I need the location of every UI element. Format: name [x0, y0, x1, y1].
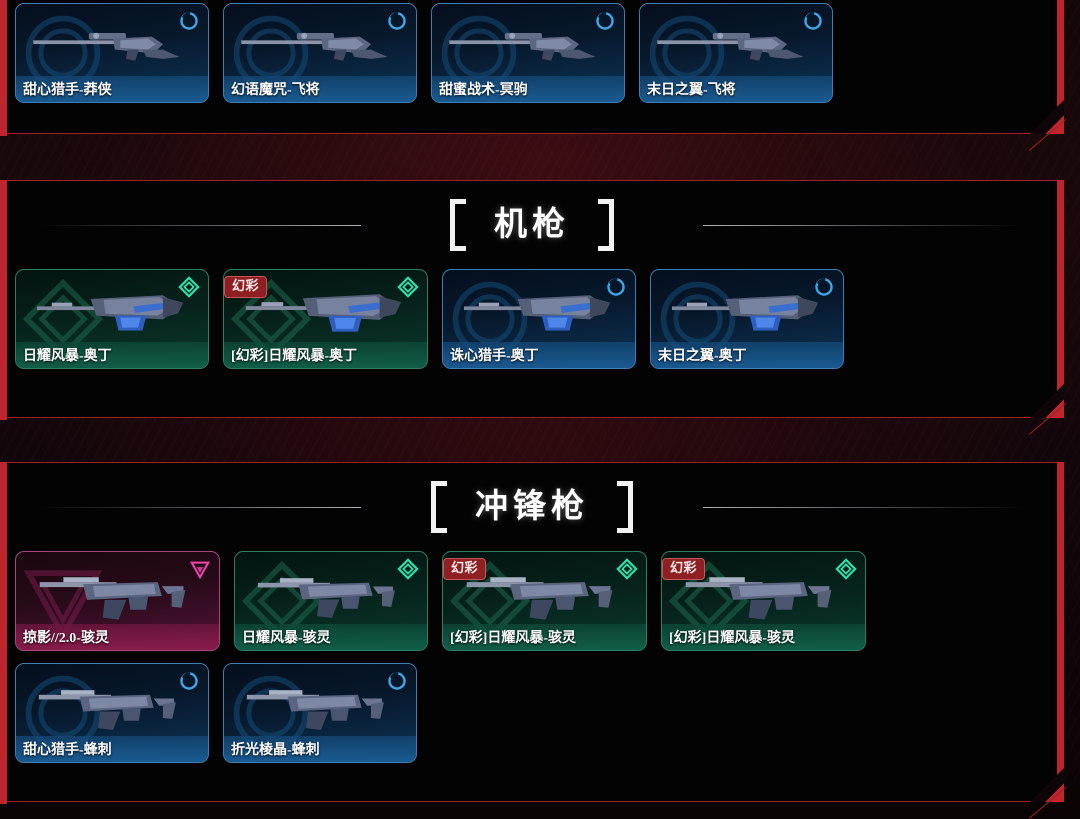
diamond-icon [397, 558, 419, 580]
bracket-arm [431, 481, 447, 486]
weapon-image [232, 674, 408, 736]
panel-right-rail [1057, 462, 1064, 786]
panel-left-rail [0, 462, 7, 804]
weapon-image [440, 14, 616, 76]
weapon-name-label: [幻彩]日耀风暴-奥丁 [224, 342, 427, 368]
weapon-name-label: [幻彩]日耀风暴-骇灵 [443, 624, 646, 650]
weapon-card[interactable]: 掠影//2.0-骇灵 [15, 551, 220, 651]
bracket-arm [450, 199, 466, 204]
weapon-image [451, 280, 627, 342]
diamond-icon [178, 276, 200, 298]
section-divider-left [41, 507, 361, 508]
weapon-name-label: 日耀风暴-骇灵 [235, 624, 427, 650]
weapon-image [232, 14, 408, 76]
panel-rifle: 甜心猎手-莽侠幻语魔咒-飞将甜蜜战术-冥驹末日之翼-飞将 [0, 0, 1067, 151]
weapon-name-label: 诛心猎手-奥丁 [443, 342, 635, 368]
bracket-arm [598, 246, 614, 251]
weapon-card[interactable]: 甜心猎手-莽侠 [15, 3, 209, 103]
panel-left-rail [0, 180, 7, 420]
weapon-image [24, 280, 200, 342]
section-divider-left [41, 225, 361, 226]
diamond-icon [397, 276, 419, 298]
weapon-card[interactable]: 诛心猎手-奥丁 [442, 269, 636, 369]
ring-icon [813, 276, 835, 298]
bracket-left-icon [450, 199, 472, 251]
weapon-card[interactable]: 日耀风暴-奥丁 [15, 269, 209, 369]
weapon-card[interactable]: 折光棱晶-蜂刺 [223, 663, 417, 763]
weapon-image [648, 14, 824, 76]
weapon-card[interactable]: 末日之翼-飞将 [639, 3, 833, 103]
weapon-image [670, 562, 857, 624]
section-title-wrap: 机枪 [436, 199, 628, 251]
bracket-arm [617, 528, 633, 533]
diamond-icon [835, 558, 857, 580]
card-grid-mg: 日耀风暴-奥丁 幻彩 [幻彩]日耀风暴-奥丁诛心猎手-奥丁末日之翼-奥丁 [1, 269, 1063, 381]
ring-icon [178, 10, 200, 32]
rarity-badge: 幻彩 [662, 558, 706, 580]
weapon-image [451, 562, 638, 624]
weapon-name-label: 日耀风暴-奥丁 [16, 342, 208, 368]
weapon-card[interactable]: 末日之翼-奥丁 [650, 269, 844, 369]
weapon-name-label: 末日之翼-飞将 [640, 76, 832, 102]
ring-icon [178, 670, 200, 692]
weapon-image [243, 562, 419, 624]
panel-right-rail [1057, 0, 1064, 118]
panel-mg: 机枪日耀风暴-奥丁 幻彩 [幻彩]日耀风暴-奥丁诛心猎手-奥丁末日之翼-奥丁 [0, 180, 1067, 435]
weapon-name-label: 掠影//2.0-骇灵 [16, 624, 219, 650]
weapon-image [232, 280, 419, 342]
section-header-mg: 机枪 [1, 181, 1063, 269]
weapon-name-label: 末日之翼-奥丁 [651, 342, 843, 368]
weapon-card[interactable]: 日耀风暴-骇灵 [234, 551, 428, 651]
weapon-card[interactable]: 幻彩 [幻彩]日耀风暴-奥丁 [223, 269, 428, 369]
weapon-card[interactable]: 甜蜜战术-冥驹 [431, 3, 625, 103]
bracket-arm [598, 199, 614, 204]
section-title: 机枪 [494, 206, 570, 243]
ring-icon [802, 10, 824, 32]
panel-content-rifle: 甜心猎手-莽侠幻语魔咒-飞将甜蜜战术-冥驹末日之翼-飞将 [1, 0, 1063, 133]
weapon-name-label: 甜蜜战术-冥驹 [432, 76, 624, 102]
weapon-name-label: 甜心猎手-蜂刺 [16, 736, 208, 762]
weapon-name-label: 幻语魔咒-飞将 [224, 76, 416, 102]
weapon-card[interactable]: 甜心猎手-蜂刺 [15, 663, 209, 763]
section-divider-right [703, 225, 1023, 226]
section-title-wrap: 冲锋枪 [417, 481, 647, 533]
weapon-card[interactable]: 幻语魔咒-飞将 [223, 3, 417, 103]
section-title: 冲锋枪 [475, 488, 589, 525]
panel-content-smg: 冲锋枪掠影//2.0-骇灵日耀风暴-骇灵 幻彩 [幻彩]日耀风暴-骇灵 幻彩 [幻彩]日… [1, 463, 1063, 801]
weapon-image [24, 14, 200, 76]
diamond-icon [616, 558, 638, 580]
panel-left-rail [0, 0, 7, 136]
bracket-arm [450, 246, 466, 251]
weapon-image [659, 280, 835, 342]
section-divider-right [703, 507, 1023, 508]
weapon-name-label: [幻彩]日耀风暴-骇灵 [662, 624, 865, 650]
panel-content-mg: 机枪日耀风暴-奥丁 幻彩 [幻彩]日耀风暴-奥丁诛心猎手-奥丁末日之翼-奥丁 [1, 181, 1063, 417]
ring-icon [605, 276, 627, 298]
card-grid-rifle: 甜心猎手-莽侠幻语魔咒-飞将甜蜜战术-冥驹末日之翼-飞将 [1, 3, 1063, 115]
weapon-image [24, 562, 211, 624]
triangle-icon [189, 558, 211, 580]
weapon-name-label: 折光棱晶-蜂刺 [224, 736, 416, 762]
weapon-card[interactable]: 幻彩 [幻彩]日耀风暴-骇灵 [442, 551, 647, 651]
ring-icon [594, 10, 616, 32]
ring-icon [386, 670, 408, 692]
panel-smg: 冲锋枪掠影//2.0-骇灵日耀风暴-骇灵 幻彩 [幻彩]日耀风暴-骇灵 幻彩 [幻彩]日… [0, 462, 1067, 819]
section-header-smg: 冲锋枪 [1, 463, 1063, 551]
weapon-name-label: 甜心猎手-莽侠 [16, 76, 208, 102]
card-grid-smg: 掠影//2.0-骇灵日耀风暴-骇灵 幻彩 [幻彩]日耀风暴-骇灵 幻彩 [幻彩]日耀风暴… [1, 551, 1063, 775]
rarity-badge: 幻彩 [443, 558, 487, 580]
weapon-card[interactable]: 幻彩 [幻彩]日耀风暴-骇灵 [661, 551, 866, 651]
rarity-badge: 幻彩 [224, 276, 268, 298]
bracket-arm [431, 528, 447, 533]
ring-icon [386, 10, 408, 32]
bracket-right-icon [592, 199, 614, 251]
bracket-left-icon [431, 481, 453, 533]
weapon-image [24, 674, 200, 736]
bracket-right-icon [611, 481, 633, 533]
panel-right-rail [1057, 180, 1064, 402]
bracket-arm [617, 481, 633, 486]
